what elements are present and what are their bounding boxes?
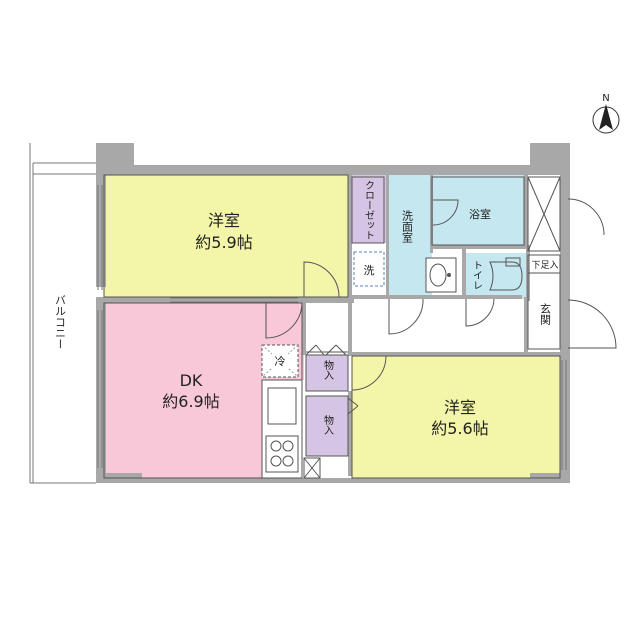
north-label: N xyxy=(602,93,609,104)
fridge-spot: 冷 xyxy=(261,344,299,378)
storage-1 xyxy=(306,355,348,391)
compass: N xyxy=(592,93,620,134)
door-swings xyxy=(265,198,617,415)
western-room-2-name: 洋室 xyxy=(444,398,476,417)
fridge-label: 冷 xyxy=(275,355,286,368)
washer-label: 洗 xyxy=(364,264,375,277)
windows xyxy=(97,185,567,470)
dk-size: 約6.9帖 xyxy=(162,392,219,411)
stove xyxy=(265,435,299,473)
wash-basin xyxy=(425,257,457,293)
kitchen xyxy=(261,379,303,479)
outlines xyxy=(103,174,561,479)
washroom-label: 洗面室 xyxy=(401,210,414,243)
entrance-label: 玄関 xyxy=(539,302,552,325)
toilet-bowl xyxy=(489,257,523,291)
dk-name: DK xyxy=(180,371,203,390)
shoe-box-cabinet xyxy=(527,176,561,252)
closet xyxy=(352,175,386,243)
western-room-2 xyxy=(352,352,568,480)
shoe-box-label: 下足入 xyxy=(531,260,558,271)
bathroom-label: 浴室 xyxy=(469,207,491,221)
sink xyxy=(267,387,297,425)
storage-2-label: 物入 xyxy=(322,414,334,435)
western-room-1 xyxy=(104,175,350,297)
duct-box xyxy=(303,457,321,479)
western-room-1-name: 洋室 xyxy=(208,211,240,230)
storage-2 xyxy=(306,396,348,456)
balcony: バルコニー xyxy=(29,143,96,484)
bathroom xyxy=(432,175,525,247)
storage-1-label: 物入 xyxy=(322,359,334,380)
toilet xyxy=(464,253,530,299)
western-room-1-size: 約5.9帖 xyxy=(195,233,252,252)
balcony-label: バルコニー xyxy=(54,295,67,350)
washer-spot: 洗 xyxy=(353,251,385,287)
washroom xyxy=(386,175,432,295)
toilet-label: トイレ xyxy=(471,260,483,290)
western-room-2-size: 約5.6帖 xyxy=(431,419,488,438)
closet-label: クローゼット xyxy=(363,180,375,240)
north-arrow-icon xyxy=(592,104,620,134)
